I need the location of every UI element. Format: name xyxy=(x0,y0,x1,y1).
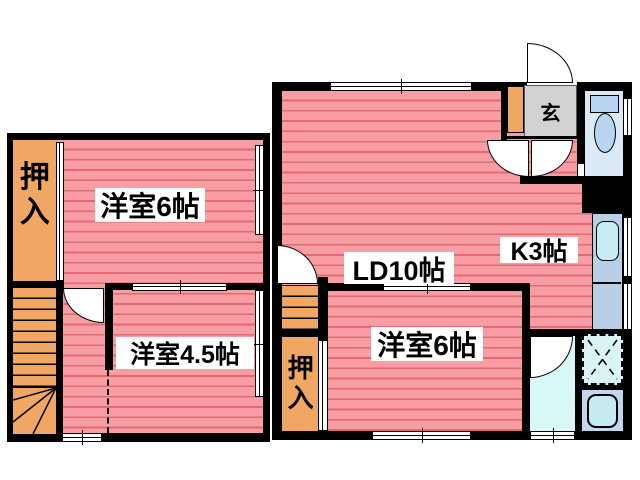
shoe-cabinet xyxy=(507,86,524,133)
stair-wall xyxy=(56,281,63,433)
wall xyxy=(13,281,64,288)
closet-sliding-door xyxy=(56,142,64,281)
living-dining-label: LD10帖 xyxy=(344,252,454,286)
bedroom-window xyxy=(372,428,471,443)
lower-closet-label: 押入 xyxy=(287,353,314,413)
winder-lines xyxy=(12,387,57,435)
wall xyxy=(282,330,318,338)
upper-small-bedroom-window xyxy=(253,290,266,397)
laundry-pan-x xyxy=(587,339,618,380)
wall xyxy=(575,336,582,431)
upper-small-bedroom-label: 洋室4.5帖 xyxy=(116,337,254,369)
stair-wall xyxy=(318,277,328,340)
wall xyxy=(105,290,113,370)
wall-block xyxy=(582,183,632,213)
kitchen-label: K3帖 xyxy=(500,237,578,266)
staircase-winder xyxy=(12,387,57,435)
kitchen-sink xyxy=(596,221,619,261)
staircase-treads xyxy=(13,288,56,387)
open-boundary-line xyxy=(107,370,109,433)
upper-closet-label: 押入 xyxy=(19,161,50,229)
upper-hall-window xyxy=(62,430,102,445)
toilet-tank xyxy=(590,95,619,113)
wall xyxy=(520,176,582,184)
entry-door-arc xyxy=(527,43,573,83)
counter-divider xyxy=(593,282,621,284)
kitchen-window-2 xyxy=(623,283,632,330)
lower-bedroom-label: 洋室6帖 xyxy=(371,327,483,361)
main-floor-outline: 玄 押入 xyxy=(272,79,632,443)
lower-closet-sliding-door xyxy=(318,340,328,431)
wall xyxy=(577,82,585,183)
wall xyxy=(501,82,507,140)
entrance-label: 玄 xyxy=(540,102,561,125)
kitchen-window-1 xyxy=(623,217,632,277)
wall xyxy=(105,283,133,290)
washroom-window xyxy=(530,428,575,443)
wall xyxy=(227,283,264,290)
upper-closet-area xyxy=(13,140,56,281)
lower-closet-area xyxy=(282,337,318,431)
upper-floor-outline: 押入 洋室6帖 洋室4.5帖 xyxy=(7,133,270,445)
living-window xyxy=(330,79,472,94)
wall xyxy=(522,283,530,431)
bedroom-sliding-partition xyxy=(132,280,227,294)
wall xyxy=(522,329,623,336)
toilet-bowl xyxy=(594,113,616,153)
laundry-pan xyxy=(582,334,623,385)
genkan-edge xyxy=(501,136,577,139)
upper-bedroom-window xyxy=(253,145,266,235)
bathtub xyxy=(587,394,618,428)
stair-steps xyxy=(282,285,318,334)
upper-bedroom-label: 洋室6帖 xyxy=(95,188,205,222)
wall xyxy=(577,176,632,184)
wall xyxy=(582,385,623,390)
toilet-window xyxy=(623,98,632,136)
entrance-genkan: 玄 xyxy=(524,85,577,137)
